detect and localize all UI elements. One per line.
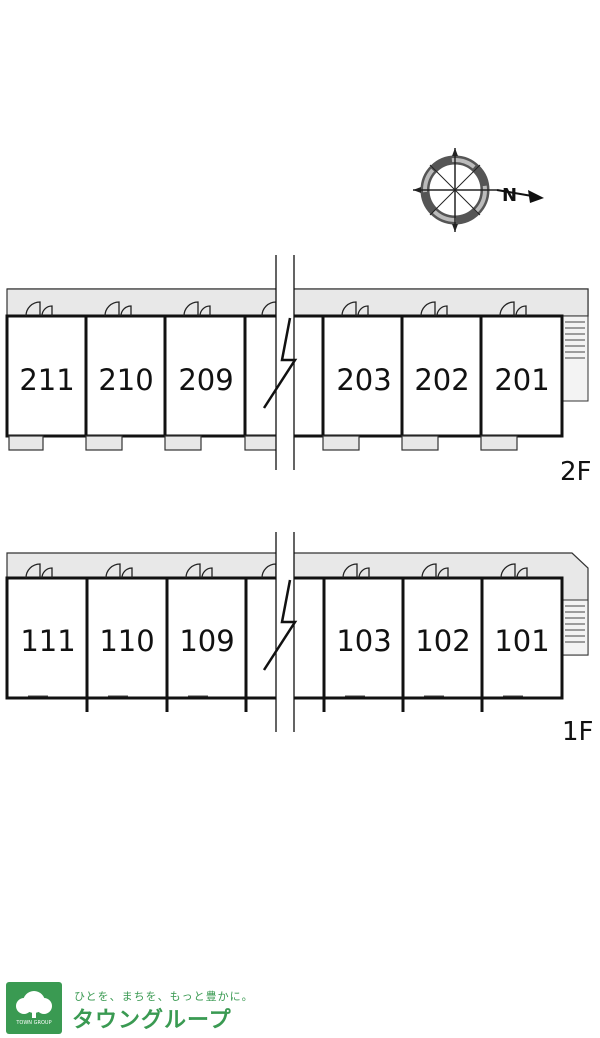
- footer-logo: TOWN GROUP ひとを、まちを、もっと豊かに。 タウングループ: [0, 980, 600, 1035]
- north-label: N: [502, 185, 517, 206]
- compass-icon: N: [413, 148, 544, 232]
- unit-label: 102: [415, 624, 470, 658]
- unit-label: 109: [179, 624, 234, 658]
- tagline: ひとを、まちを、もっと豊かに。: [74, 990, 254, 1003]
- unit-label: 101: [494, 624, 549, 658]
- unit-label: 111: [20, 624, 75, 658]
- floor-label-1f: 1F: [562, 717, 594, 747]
- unit-label: 203: [336, 363, 391, 397]
- unit-label: 202: [414, 363, 469, 397]
- unit-label: 201: [494, 363, 549, 397]
- floor-1f-plan: 111 110 109 103 102 101: [5, 532, 589, 732]
- logo-text: TOWN GROUP: [16, 1020, 52, 1026]
- floor-label-2f: 2F: [560, 457, 592, 487]
- unit-label: 103: [336, 624, 391, 658]
- unit-label: 210: [98, 363, 153, 397]
- brand-name: タウングループ: [72, 1008, 232, 1033]
- unit-label: 211: [19, 363, 74, 397]
- unit-label: 209: [178, 363, 233, 397]
- floor-2f-plan: 211 210 209 203 202 201: [5, 255, 589, 470]
- tree-logo-icon: [6, 982, 62, 1034]
- unit-label: 110: [99, 624, 154, 658]
